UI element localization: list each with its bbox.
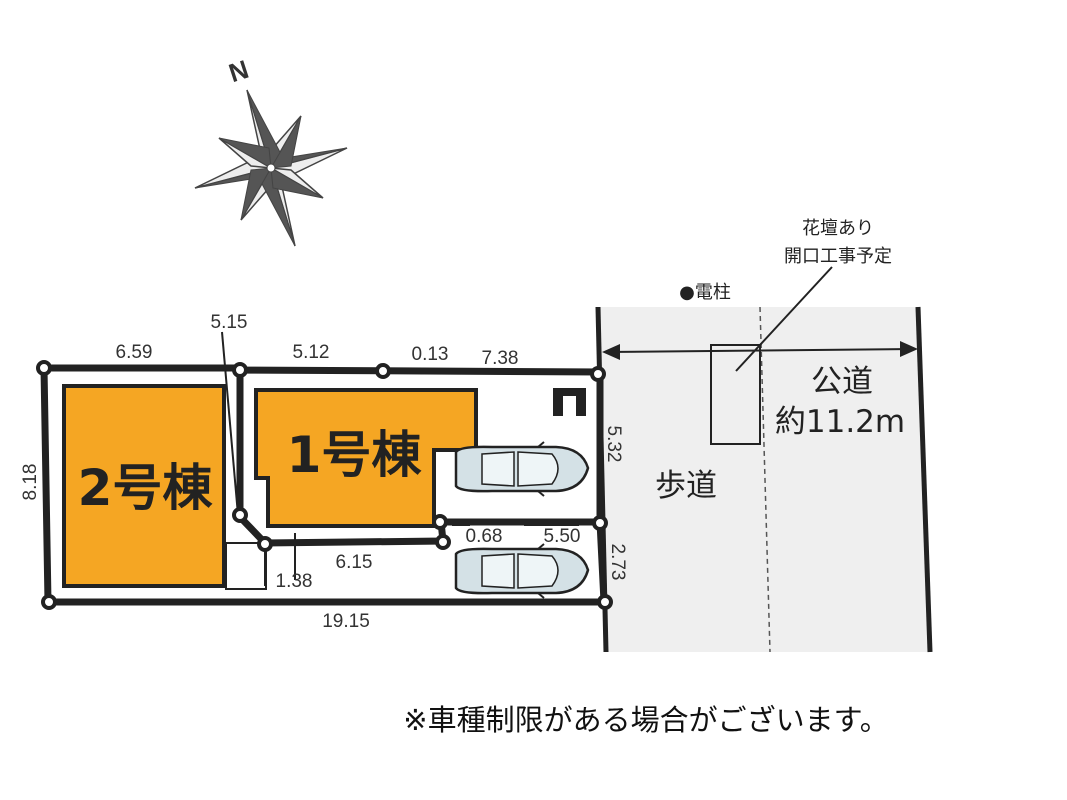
- dimension-labels: 6.59 5.15 5.12 0.13 7.38 8.18 5.32 2.73 …: [20, 312, 628, 632]
- arrow-head-right: [900, 341, 918, 357]
- pole-label: ●電柱: [679, 282, 731, 303]
- car-top: [454, 441, 590, 497]
- road-edge-right: [915, 306, 933, 653]
- dim-step-small: 0.68: [466, 526, 503, 547]
- sidewalk-divider: [759, 306, 771, 653]
- building-2: 2号棟: [62, 384, 226, 588]
- dim-right-side-upper: 5.32: [603, 426, 624, 463]
- dim-right-side-lower: 2.73: [607, 544, 628, 581]
- dim-small-top: 0.13: [412, 344, 449, 365]
- flowerbed-box: [710, 344, 761, 445]
- dim-right-top: 7.38: [482, 348, 519, 369]
- dim-passage-length: 6.15: [336, 552, 373, 573]
- dim-passage-diag: 5.15: [211, 312, 248, 333]
- building-2-label: 2号棟: [78, 459, 214, 517]
- building-1-label: 1号棟: [287, 426, 423, 484]
- public-road-label: 公道: [811, 364, 873, 400]
- sidewalk-label: 歩道: [655, 468, 717, 504]
- road-width-label: 約11.2m: [775, 404, 905, 440]
- compass-north-label: N: [225, 54, 252, 88]
- dim-bottom-total: 19.15: [322, 611, 370, 632]
- arrow-head-left: [602, 344, 620, 360]
- road-surface: [598, 307, 930, 652]
- dim-passage-width: 1.38: [276, 571, 313, 592]
- dim-left-top: 6.59: [116, 342, 153, 363]
- road-labels: ●電柱 花壇あり 開口工事予定 公道 約11.2m 歩道: [655, 218, 905, 504]
- flowerbed-leader-line: [735, 266, 833, 372]
- dim-mid-top: 5.12: [293, 342, 330, 363]
- car-bottom: [454, 543, 590, 599]
- dim-parking-width: 5.50: [544, 526, 581, 547]
- footnote: ※車種制限がある場合がございます。: [403, 703, 888, 737]
- road-area: [595, 266, 933, 653]
- flowerbed-note-line1: 花壇あり: [802, 218, 874, 239]
- flowerbed-note-line2: 開口工事予定: [784, 246, 892, 267]
- building-1: 1号棟: [254, 388, 478, 528]
- compass-rose-icon: N: [194, 54, 348, 247]
- boundary-markers: [36, 360, 613, 610]
- building-2-shape: [62, 384, 226, 588]
- dim-left-side: 8.18: [20, 464, 41, 501]
